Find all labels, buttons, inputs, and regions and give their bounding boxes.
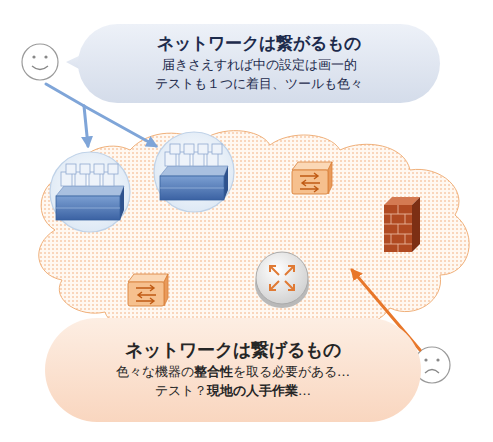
- text-run: ネットワークは繋げるもの: [125, 339, 341, 360]
- server-halo: [154, 132, 234, 212]
- server-rack: [160, 144, 228, 200]
- text-run: 届きさえすれば中の設定は画一的 テストも１つに着目、ツールも色々: [155, 57, 363, 91]
- server-halo: [50, 152, 130, 232]
- bubble-body: [78, 24, 440, 103]
- bubble-text: 届きさえすれば中の設定は画一的 テストも１つに着目、ツールも色々: [134, 56, 384, 94]
- bubble-heading: ネットワークは繋げるもの: [125, 339, 341, 362]
- router-body: [256, 252, 308, 304]
- text-run: 色々な機器の: [116, 364, 194, 379]
- arrow-line: [84, 106, 156, 146]
- happy-face: [22, 44, 58, 80]
- emphasis: 整合性: [194, 364, 233, 379]
- bubble-text: 色々な機器の整合性を取る必要がある… テスト？現地の人手作業…: [97, 363, 369, 401]
- switch-icon: [292, 162, 332, 194]
- network-cloud: [39, 131, 469, 335]
- text-run: ネットワークは繋がるもの: [157, 33, 361, 53]
- router-icon: [255, 252, 309, 308]
- bubble-body: [45, 318, 421, 422]
- arrow-stem: [46, 84, 84, 106]
- text-run: …: [298, 383, 311, 398]
- server-rack: [56, 164, 124, 220]
- speech-bubble: ネットワークは繋げるもの色々な機器の整合性を取る必要がある… テスト？現地の人手…: [45, 318, 421, 422]
- router-arrows: [270, 266, 294, 290]
- brick-lines: [384, 205, 412, 252]
- bubble-heading: ネットワークは繋がるもの: [157, 33, 361, 54]
- firewall-front: [384, 205, 412, 252]
- speech-bubble: ネットワークは繋がるもの届きさえすれば中の設定は画一的 テストも１つに着目、ツー…: [78, 24, 440, 103]
- firewall-side: [412, 197, 420, 252]
- server-icon: [50, 152, 130, 232]
- arrow-line: [84, 106, 88, 146]
- emphasis: 現地の人手作業: [207, 383, 298, 398]
- server-icon: [154, 132, 234, 212]
- firewall-icon: [384, 197, 420, 252]
- switch-icon: [128, 274, 168, 306]
